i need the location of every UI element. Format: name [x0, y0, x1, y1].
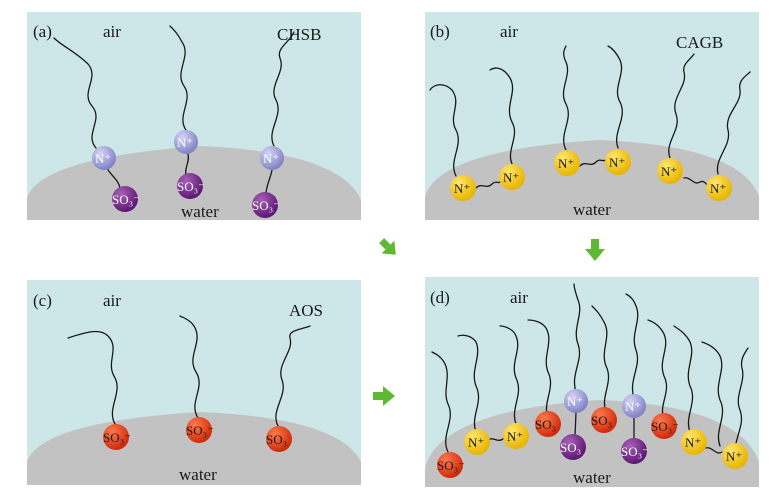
cation-ball [605, 149, 631, 175]
panel-a-water-label: water [181, 202, 219, 221]
cation-label: N⁺ [454, 181, 470, 196]
cation-ball [622, 394, 646, 418]
cation-ball [450, 175, 476, 201]
cation-ball [657, 158, 683, 184]
cation-ball [722, 443, 748, 469]
sulfonate-label: SO₃⁻ [651, 419, 679, 434]
panel-b-air-label: air [500, 22, 518, 41]
sulfonate-ball [266, 426, 292, 452]
panel-c-tag: (c) [33, 291, 52, 310]
sulfonate-label: SO₃⁻ [621, 444, 649, 459]
cation-ball [554, 150, 580, 176]
sulfonate-label: SO₃ [266, 432, 287, 447]
cation-ball [260, 146, 284, 170]
cation-label: N⁺ [661, 164, 677, 179]
cation-label: N⁺ [609, 155, 625, 170]
sulfonate-ball [186, 417, 212, 443]
panel-a: (a) air CHSB water N⁺ SO₃⁻ N⁺ SO₃⁻ N⁺ SO… [27, 12, 361, 221]
panel-b-tag: (b) [430, 22, 450, 41]
cation-ball [564, 389, 588, 413]
sulfonate-label: SO₃⁻ [177, 179, 205, 194]
panel-a-air-label: air [103, 22, 121, 41]
cation-ball [681, 429, 707, 455]
cation-label: N⁺ [507, 429, 523, 444]
panel-a-surfactant-label: CHSB [277, 25, 321, 44]
cation-label: N⁺ [468, 435, 484, 450]
down-right-arrow-icon [379, 238, 396, 255]
sulfonate-ball [621, 438, 647, 464]
panel-b-water-label: water [573, 200, 611, 219]
cation-label: N⁺ [263, 151, 279, 166]
cation-ball [174, 130, 198, 154]
cation-ball [499, 164, 525, 190]
sulfonate-ball [112, 186, 138, 212]
sulfonate-label: SO₃⁻ [186, 423, 214, 438]
panel-c-air-label: air [103, 291, 121, 310]
sulfonate-ball [591, 407, 617, 433]
down-arrow-icon [585, 239, 605, 261]
sulfonate-ball [560, 434, 586, 460]
cation-label: N⁺ [177, 135, 193, 150]
sulfonate-label: SO₃ [560, 440, 581, 455]
cation-ball [92, 146, 116, 170]
cation-label: N⁺ [685, 435, 701, 450]
sulfonate-ball [651, 413, 677, 439]
panel-d-water-label: water [573, 468, 611, 487]
sulfonate-ball [437, 452, 463, 478]
sulfonate-ball [177, 173, 203, 199]
cation-label: N⁺ [503, 170, 519, 185]
cation-ball [706, 175, 732, 201]
panel-a-tag: (a) [33, 22, 52, 41]
sulfonate-ball [103, 424, 129, 450]
sulfonate-label: SO₃⁻ [112, 192, 140, 207]
panel-d: (d) air water SO₃⁻ N⁺ N⁺ SO₃ N⁺ SO₃ [425, 277, 759, 487]
panel-b-surfactant-label: CAGB [676, 33, 723, 52]
panel-b: (b) air CAGB water N⁺ N⁺ N⁺ N⁺ N⁺ N⁺ [425, 12, 759, 220]
sulfonate-label: SO₃⁻ [103, 430, 131, 445]
cation-label: N⁺ [95, 151, 111, 166]
cation-label: N⁺ [726, 449, 742, 464]
right-arrow-icon [373, 386, 395, 406]
panel-c-water-label: water [179, 465, 217, 484]
cation-ball [464, 429, 490, 455]
sulfonate-label: SO₃ [591, 413, 612, 428]
cation-label: N⁺ [625, 399, 641, 414]
panel-c: (c) air AOS water SO₃⁻ SO₃⁻ SO₃ [27, 280, 361, 485]
cation-label: N⁺ [710, 181, 726, 196]
panel-d-air-label: air [510, 288, 528, 307]
sulfonate-label: SO₃⁻ [252, 198, 280, 213]
cation-label: N⁺ [558, 156, 574, 171]
cation-label: N⁺ [567, 394, 583, 409]
sulfonate-label: SO₃ [535, 417, 556, 432]
sulfonate-ball [535, 411, 561, 437]
cation-ball [503, 423, 529, 449]
sulfonate-ball [252, 192, 278, 218]
panel-c-surfactant-label: AOS [289, 301, 323, 320]
sulfonate-label: SO₃⁻ [437, 458, 465, 473]
panel-d-tag: (d) [430, 288, 450, 307]
